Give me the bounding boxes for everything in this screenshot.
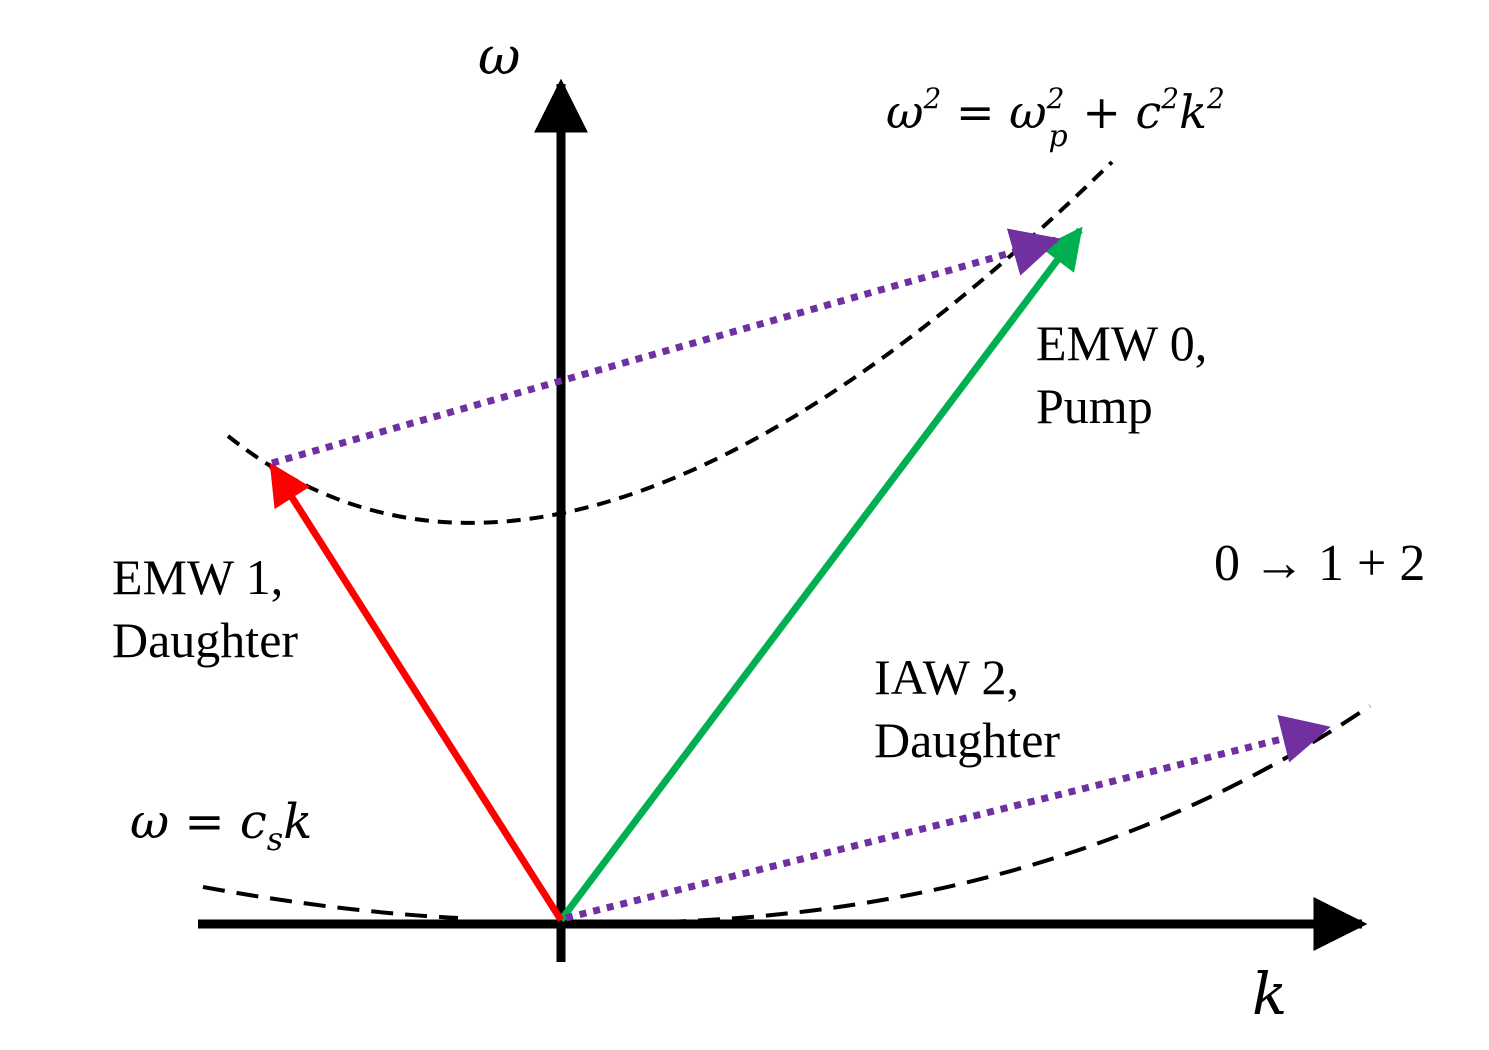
iaw-dispersion-curve-left (202, 885, 459, 920)
iaw-eq-k: k (283, 794, 312, 850)
eq-c: c (1136, 85, 1162, 139)
emw-daughter-arrow (269, 462, 564, 922)
eq-omega: ω (886, 85, 924, 139)
iaw-eq-equals: = (169, 794, 240, 850)
process-label: 0 → 1 + 2 (1214, 535, 1425, 592)
iaw-daughter-label-line-2: Daughter (874, 712, 1060, 768)
iaw-eq-c: c (240, 794, 267, 850)
emw-daughter-label: EMW 1, Daughter (112, 549, 298, 668)
eq-k-exp: 2 (1206, 82, 1225, 115)
eq-c-exp: 2 (1160, 82, 1179, 115)
pump-label-line-2: Pump (1036, 378, 1153, 434)
omega-axis-label: ω (478, 27, 520, 87)
k-axis-label: k (1252, 960, 1287, 1028)
eq-omega-p-sub: p (1048, 119, 1067, 154)
pump-arrow (558, 226, 1083, 923)
iaw-eq-omega: ω (130, 794, 169, 850)
sum-arrow-upper (271, 228, 1061, 467)
iaw-eq-c-sub: s (267, 820, 283, 858)
eq-equals: = (941, 85, 1009, 139)
iaw-dispersion-equation: ω = csk (130, 794, 312, 858)
eq-k: k (1179, 85, 1207, 139)
sum-arrow-lower (565, 714, 1331, 922)
pump-label: EMW 0, Pump (1036, 315, 1220, 434)
iaw-daughter-label-line-1: IAW 2, (874, 649, 1019, 705)
pump-label-line-1: EMW 0, (1036, 315, 1207, 371)
emw-dispersion-curve (226, 160, 1114, 525)
eq-plus: + (1068, 85, 1136, 139)
iaw-dispersion-curve-right (561, 704, 1372, 925)
iaw-daughter-label: IAW 2, Daughter (874, 649, 1060, 768)
emw-daughter-label-line-1: EMW 1, (112, 549, 283, 605)
emw-daughter-label-line-2: Daughter (112, 612, 298, 668)
eq-omega-p: ω (1009, 85, 1047, 139)
eq-omega-exp: 2 (923, 82, 942, 115)
eq-omega-p-sup: 2 (1046, 82, 1065, 115)
